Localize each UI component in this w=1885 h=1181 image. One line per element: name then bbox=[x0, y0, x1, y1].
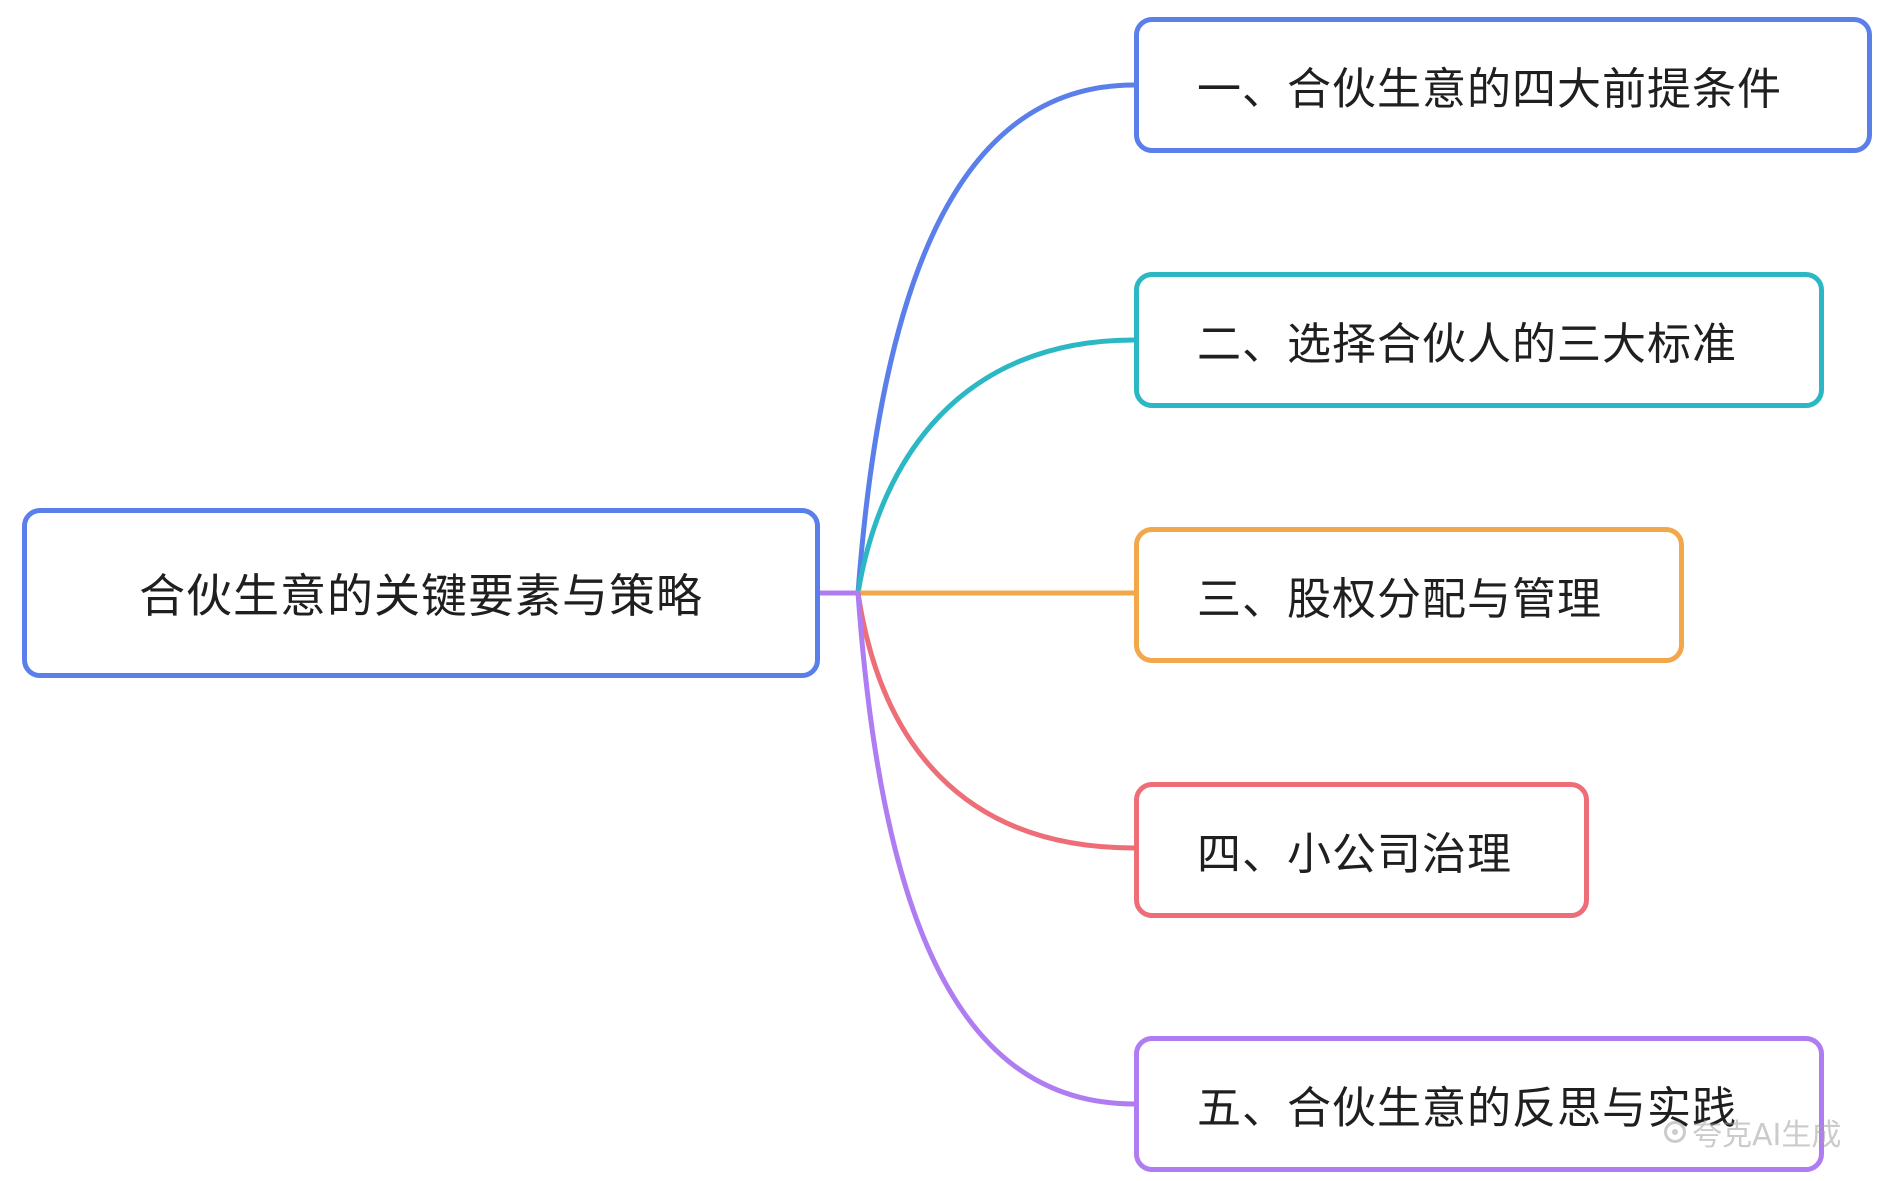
watermark: 夸克AI生成 bbox=[1664, 1110, 1841, 1154]
root-node-label: 合伙生意的关键要素与策略 bbox=[139, 569, 703, 623]
edge-root-to-child-2 bbox=[855, 337, 1137, 596]
child-node-label: 五、合伙生意的反思与实践 bbox=[1197, 1083, 1737, 1134]
child-node-4[interactable]: 四、小公司治理 bbox=[1134, 782, 1589, 918]
child-node-2[interactable]: 二、选择合伙人的三大标准 bbox=[1134, 272, 1824, 408]
child-node-3[interactable]: 三、股权分配与管理 bbox=[1134, 527, 1684, 663]
root-node[interactable]: 合伙生意的关键要素与策略 bbox=[22, 508, 820, 678]
watermark-text: 夸克AI生成 bbox=[1692, 1118, 1842, 1153]
child-node-label: 三、股权分配与管理 bbox=[1197, 574, 1602, 625]
child-node-label: 一、合伙生意的四大前提条件 bbox=[1197, 64, 1782, 115]
edge-root-to-child-4 bbox=[855, 590, 1137, 851]
child-node-5[interactable]: 五、合伙生意的反思与实践 bbox=[1134, 1036, 1824, 1172]
edge-root-to-child-5 bbox=[855, 590, 1137, 1107]
child-node-label: 二、选择合伙人的三大标准 bbox=[1197, 319, 1737, 370]
child-node-1[interactable]: 一、合伙生意的四大前提条件 bbox=[1134, 17, 1872, 153]
edge-root-to-child-1 bbox=[855, 82, 1137, 596]
child-node-label: 四、小公司治理 bbox=[1197, 829, 1512, 880]
watermark-logo-icon bbox=[1664, 1121, 1686, 1143]
